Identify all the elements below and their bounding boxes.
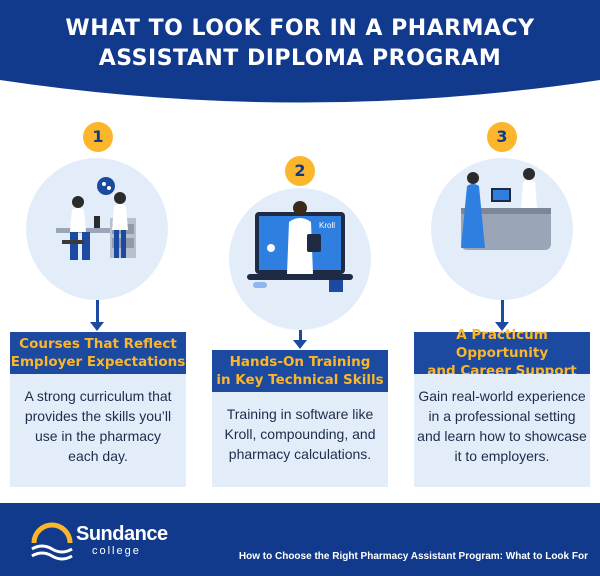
step-2-desc-line-3: pharmacy calculations. bbox=[228, 446, 372, 462]
header-banner bbox=[0, 0, 600, 103]
step-3-label-line-1: A Practicum Opportunity bbox=[455, 327, 549, 361]
sundance-logo-icon bbox=[31, 522, 73, 561]
step-1-arrow bbox=[90, 322, 104, 331]
step-3-arrow bbox=[495, 322, 509, 331]
footer-caption: How to Choose the Right Pharmacy Assista… bbox=[238, 551, 588, 562]
step-1-desc-line-3: use in the pharmacy bbox=[34, 428, 162, 444]
step-1-label-line-2: Employer Expectations bbox=[10, 354, 186, 370]
step-1-desc-line-1: A strong curriculum that bbox=[24, 388, 172, 404]
step-2-label-line-1: Hands-On Training bbox=[229, 354, 371, 370]
step-2-arrow bbox=[293, 340, 307, 349]
step-3-illustration bbox=[431, 158, 573, 300]
step-3-description: Gain real-world experience in a professi… bbox=[414, 374, 590, 487]
step-3-desc-line-3: and learn how to showcase bbox=[417, 428, 587, 444]
step-3-connector bbox=[501, 300, 504, 324]
step-3-desc-line-2: in a professional setting bbox=[428, 408, 576, 424]
step-2-desc-line-2: Kroll, compounding, and bbox=[224, 426, 376, 442]
title-line-1: WHAT TO LOOK FOR IN A PHARMACY bbox=[65, 16, 535, 41]
step-1-connector bbox=[96, 300, 99, 324]
screen-kroll-text: Kroll bbox=[319, 221, 335, 230]
logo-name: Sundance bbox=[76, 523, 168, 545]
footer: Sundance college How to Choose the Right… bbox=[0, 503, 600, 576]
step-1-illustration bbox=[26, 158, 168, 300]
step-1-number: 1 bbox=[83, 122, 113, 152]
step-2-desc-line-1: Training in software like bbox=[226, 406, 374, 422]
step-3-desc-line-4: it to employers. bbox=[454, 448, 550, 464]
title-line-2: ASSISTANT DIPLOMA PROGRAM bbox=[98, 46, 502, 71]
step-1-desc-line-2: provides the skills you’ll bbox=[24, 408, 172, 424]
pharmacy-counter-icon bbox=[461, 168, 551, 250]
step-2-description: Training in software like Kroll, compoun… bbox=[212, 392, 388, 487]
step-1-label-line-1: Courses That Reflect bbox=[19, 336, 177, 352]
step-2-connector bbox=[299, 330, 302, 344]
logo-subtitle: college bbox=[92, 545, 141, 557]
laptop-pharmacist-icon: Kroll bbox=[247, 201, 353, 292]
step-1-description: A strong curriculum that provides the sk… bbox=[10, 374, 186, 487]
page-title: WHAT TO LOOK FOR IN A PHARMACY ASSISTANT… bbox=[0, 14, 600, 74]
step-3-number: 3 bbox=[487, 122, 517, 152]
lab-scientists-icon bbox=[56, 177, 136, 260]
step-2-number: 2 bbox=[285, 156, 315, 186]
step-2-label: Hands-On Training in Key Technical Skills bbox=[212, 350, 388, 392]
step-2-illustration: Kroll bbox=[229, 188, 371, 330]
step-3-desc-line-1: Gain real-world experience bbox=[418, 388, 586, 404]
step-1-desc-line-4: each day. bbox=[68, 448, 128, 464]
step-2-label-line-2: in Key Technical Skills bbox=[216, 372, 384, 388]
